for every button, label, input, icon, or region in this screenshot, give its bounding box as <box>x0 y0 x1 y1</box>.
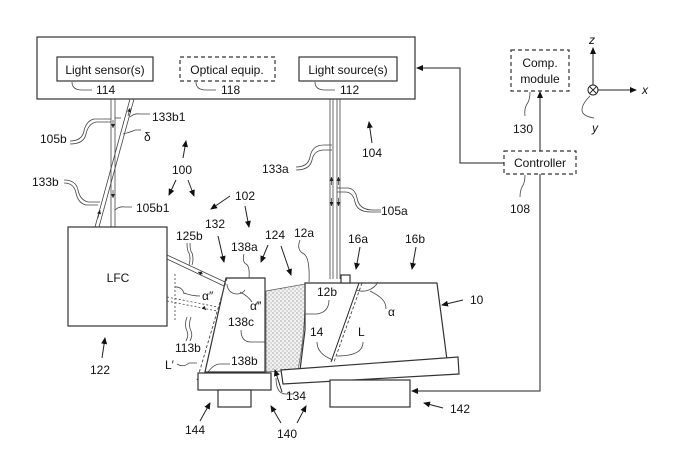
lfc-box <box>67 226 168 327</box>
stage-144-base <box>217 389 252 408</box>
controller-to-instrument-arrow <box>416 65 504 164</box>
ref-16a: 16a <box>348 232 368 246</box>
ref-122: 122 <box>90 363 110 377</box>
arrow-122 <box>101 337 108 359</box>
ref-100: 100 <box>172 163 192 177</box>
arrow-16a <box>354 246 361 270</box>
axis-z-label: z <box>588 33 595 47</box>
comp-module-box <box>510 49 570 92</box>
arrow-144 <box>199 402 211 422</box>
axis-y-label: y <box>591 121 599 135</box>
optical-equip-label: Optical equip. <box>190 63 263 77</box>
ref-alpha: α <box>388 305 395 319</box>
ref-112: 112 <box>340 83 359 97</box>
stipple-region-124 <box>265 283 306 373</box>
ref-130: 130 <box>513 122 533 136</box>
ref-113b: 113b <box>175 341 201 355</box>
coordinate-axes: z x y <box>581 33 649 135</box>
stage-142-base <box>329 379 411 408</box>
arrow-100-right <box>187 179 195 197</box>
ref-102: 102 <box>235 189 255 203</box>
arrow-124-right <box>280 245 292 276</box>
stage-142-plate <box>280 356 460 385</box>
ref-124: 124 <box>265 228 285 242</box>
beam-105b <box>110 99 116 227</box>
ref-144: 144 <box>185 423 205 437</box>
ref-108: 108 <box>510 202 530 216</box>
ref-104: 104 <box>362 146 382 160</box>
beam-133b <box>94 98 135 228</box>
comp-module-line2: module <box>520 72 560 86</box>
arrow-100-left <box>168 179 177 196</box>
ref-114: 114 <box>96 83 115 97</box>
ref-125b: 125b <box>176 229 203 243</box>
ref-16b: 16b <box>405 232 425 246</box>
arrow-16b <box>410 246 417 270</box>
arrow-102-left <box>210 195 231 210</box>
tab-16a <box>340 274 351 284</box>
arrow-124-left <box>260 244 269 263</box>
axis-x-label: x <box>641 83 649 97</box>
ref-133b1: 133b1 <box>152 110 186 124</box>
ref-L-prime: L′ <box>165 358 175 372</box>
light-sensor-box <box>56 56 154 82</box>
ref-12a: 12a <box>294 226 314 240</box>
beam-133a-105a <box>329 99 341 279</box>
comp-module-line1: Comp. <box>522 56 557 70</box>
ref-14: 14 <box>310 325 324 339</box>
ref-133b: 133b <box>32 175 59 189</box>
light-source-label: Light source(s) <box>308 63 387 77</box>
ref-delta: δ <box>144 130 151 144</box>
ref-138c: 138c <box>228 315 254 329</box>
ref-alpha-triple-prime: α‴ <box>250 299 262 313</box>
ref-12b: 12b <box>317 285 337 299</box>
lfc-label: LFC <box>107 271 130 285</box>
ref-133a: 133a <box>262 162 289 176</box>
ref-105b: 105b <box>40 132 67 146</box>
ref-alpha-double-prime: α″ <box>202 289 214 303</box>
arrow-100-up <box>182 140 188 159</box>
ref-138b: 138b <box>231 354 258 368</box>
arrow-132 <box>217 235 226 263</box>
ref-105a: 105a <box>381 204 408 218</box>
ref-10: 10 <box>470 293 484 307</box>
ref-140: 140 <box>277 427 297 441</box>
arrow-104 <box>366 121 373 144</box>
ref-138a: 138a <box>231 240 258 254</box>
ref-142: 142 <box>450 402 470 416</box>
stage-144-top <box>197 372 272 391</box>
ref-118: 118 <box>221 83 240 97</box>
light-sensor-label: Light sensor(s) <box>65 63 144 77</box>
ref-105b1: 105b1 <box>136 201 170 215</box>
ref-132: 132 <box>205 217 225 231</box>
ref-L: L <box>358 325 365 339</box>
controller-to-stage-arrow <box>411 174 541 394</box>
arrow-142 <box>423 401 444 409</box>
arrow-140-left <box>270 405 282 424</box>
ref-134: 134 <box>286 389 306 403</box>
arrow-140-right <box>296 405 307 424</box>
block-138 <box>204 277 266 373</box>
arrow-134 <box>273 369 283 393</box>
controller-label: Controller <box>514 156 566 170</box>
arrow-102-down <box>244 205 251 228</box>
arrow-10 <box>441 299 464 307</box>
light-source-box <box>298 56 398 82</box>
optical-equip-box <box>179 56 276 82</box>
